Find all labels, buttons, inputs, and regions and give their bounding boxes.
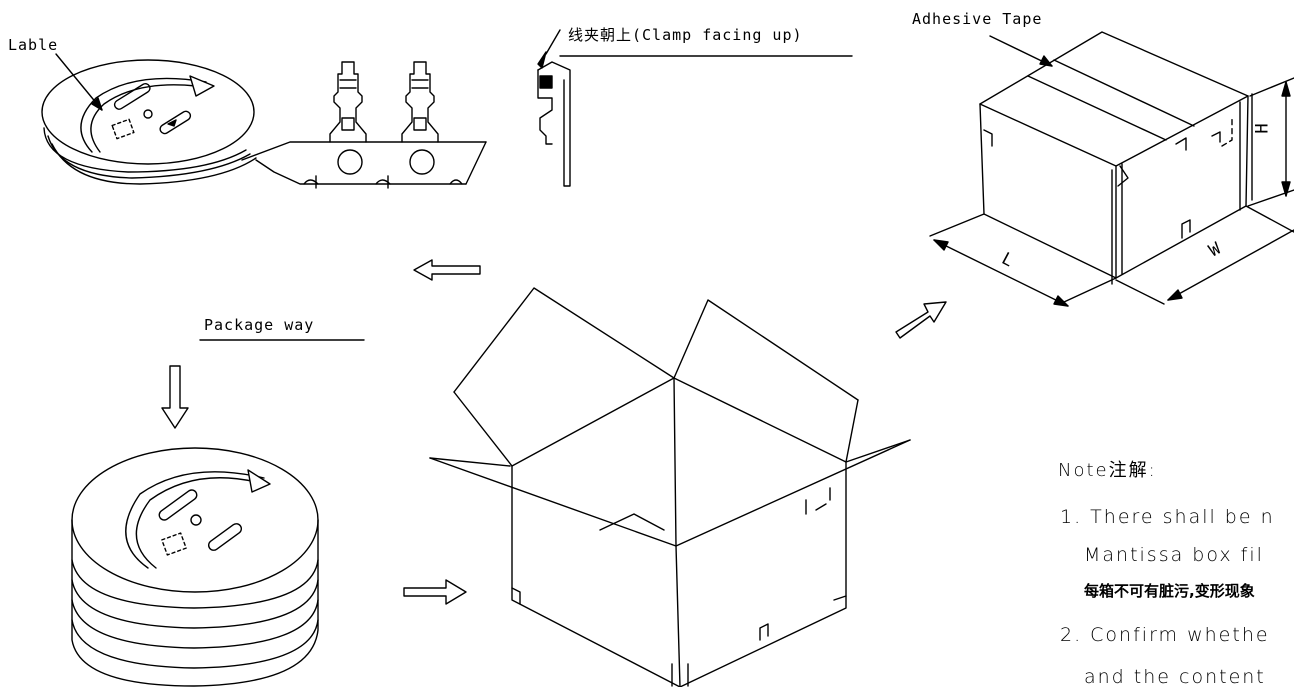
reel-illustration xyxy=(41,59,487,189)
note-item1-line1: 1. There shall be n xyxy=(1060,506,1275,528)
note-item2-line2: and the content xyxy=(1084,666,1266,688)
flow-arrows xyxy=(161,259,947,605)
note-item1-line2: Mantissa box fil xyxy=(1084,544,1264,566)
clamp-side-view xyxy=(537,29,853,187)
lable-label: Lable xyxy=(8,36,59,54)
open-carton xyxy=(429,287,911,687)
closed-carton xyxy=(929,31,1294,307)
lable-leader xyxy=(55,53,103,111)
note-title: Note注解: xyxy=(1058,460,1157,481)
note-item1-line3-cn: 每箱不可有脏污,变形现象 xyxy=(1084,582,1255,600)
reel-stack xyxy=(71,447,319,687)
note-item2-line1: 2. Confirm whethe xyxy=(1060,624,1270,646)
package-way-label: Package way xyxy=(204,316,315,334)
clamp-label: 线夹朝上(Clamp facing up) xyxy=(568,26,803,44)
dimension-h-label: H xyxy=(1252,123,1273,134)
adhesive-tape-label: Adhesive Tape xyxy=(912,10,1043,28)
